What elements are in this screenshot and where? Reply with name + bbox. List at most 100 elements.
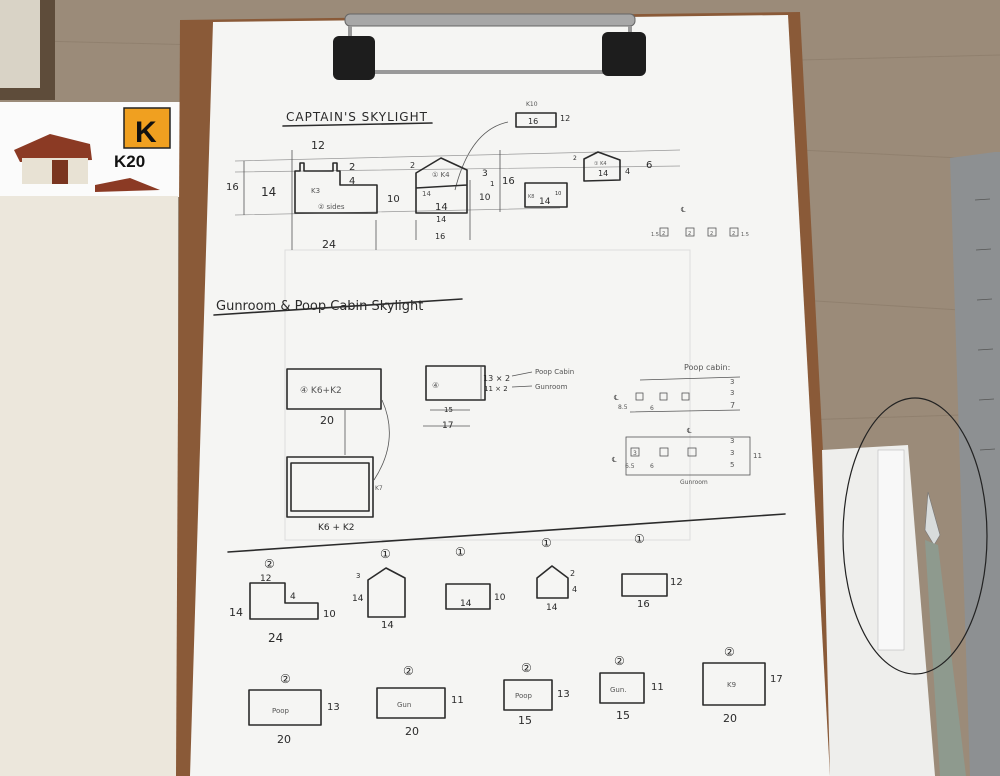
svg-text:2: 2 [732,231,735,237]
svg-text:14: 14 [539,197,551,207]
svg-text:2: 2 [570,569,575,578]
svg-text:11: 11 [451,695,464,706]
svg-text:8.5: 8.5 [618,404,628,411]
svg-text:15: 15 [616,709,630,722]
svg-text:Poop: Poop [515,692,533,700]
svg-text:3: 3 [482,169,488,179]
svg-text:①: ① [455,545,466,559]
svg-text:1.5: 1.5 [651,232,659,238]
gunroom-top-piece: ④ K6+K2 20 [286,368,382,427]
svg-text:13: 13 [557,689,570,700]
svg-text:20: 20 [723,712,737,725]
svg-text:14: 14 [229,606,243,619]
svg-text:7: 7 [730,401,735,410]
scalpel [924,491,966,776]
k8-piece: K8 14 10 [524,182,568,208]
svg-text:Poop: Poop [272,707,290,715]
svg-text:16: 16 [226,182,239,193]
corner-object-face [0,0,40,88]
svg-text:10: 10 [323,609,336,620]
svg-text:24: 24 [322,238,336,251]
captain-side-piece: 12 16 14 2 4 10 K3 ② sides 24 [226,139,681,251]
kit-label-box [123,107,171,149]
svg-text:10: 10 [555,191,561,197]
svg-text:14: 14 [436,215,446,224]
svg-text:2: 2 [573,155,577,162]
svg-text:①: ① [634,532,645,546]
svg-text:4: 4 [625,167,630,176]
svg-text:3: 3 [730,378,734,386]
gunroom-base-piece: K7 K6 + K2 [286,399,390,533]
cream-sheet [0,196,178,776]
svg-text:15: 15 [444,406,453,414]
cut-strip [877,449,905,651]
k10-label: K10 [526,101,538,108]
svg-text:① K4: ① K4 [432,171,450,179]
section-divider [227,513,786,553]
svg-text:②: ② [724,645,735,659]
gunroom-plan: ℄ ℄ 3 6.5 6 3 3 5 11 Gunroom [612,427,762,486]
svg-text:10: 10 [494,593,506,603]
svg-text:℄: ℄ [614,394,619,402]
svg-text:14: 14 [598,169,608,178]
svg-text:3: 3 [730,437,734,445]
poop-cabin-plan: Poop cabin: ℄ 8.5 6 3 3 7 [614,363,741,413]
captain-spacing-plan: ℄ 1.5 2 2 2 2 1.5 [651,206,749,238]
svg-text:3: 3 [730,389,734,397]
svg-text:14: 14 [422,190,431,198]
svg-text:Poop cabin:: Poop cabin: [684,363,730,372]
svg-text:6: 6 [650,405,654,412]
svg-text:11 × 2: 11 × 2 [484,385,508,393]
gunroom-end-piece: ④ 15 17 13 × 2 11 × 2 Poop Cabin Gunroom [423,365,574,431]
svg-text:16: 16 [502,176,515,187]
svg-text:②: ② [264,557,275,571]
svg-text:10: 10 [387,194,400,205]
captain-small-gable: 2 ① K4 14 4 6 [573,151,652,182]
svg-text:3: 3 [633,450,637,457]
svg-text:K3: K3 [311,187,320,195]
svg-text:14: 14 [261,185,276,199]
wood-grain [0,39,1000,421]
svg-text:①: ① [541,536,552,550]
svg-text:②: ② [403,664,414,678]
svg-text:K8: K8 [528,194,534,200]
house-illustration [14,134,160,192]
svg-text:15: 15 [518,714,532,727]
svg-text:℄: ℄ [687,427,692,435]
svg-text:1.5: 1.5 [741,232,749,238]
k10-piece [515,112,557,128]
svg-text:②: ② [614,654,625,668]
svg-text:20: 20 [277,733,291,746]
svg-text:11: 11 [651,682,664,693]
svg-text:10: 10 [479,193,491,203]
svg-text:① K4: ① K4 [594,161,607,167]
bottom-row-1: ② 12 14 4 10 24 ① 3 14 14 ① 14 10 ① 2 4 … [229,532,683,645]
svg-text:13: 13 [327,702,340,713]
svg-text:12: 12 [260,574,271,584]
svg-text:℄: ℄ [612,456,617,464]
svg-text:6: 6 [650,463,654,470]
svg-text:16: 16 [435,232,445,241]
svg-text:16: 16 [637,599,650,610]
svg-text:②: ② [280,672,291,686]
svg-text:4: 4 [290,592,296,602]
k10-width: 16 [528,117,538,126]
svg-text:3: 3 [730,449,734,457]
bottom-row-2: ② Poop 13 20 ② Gun 11 20 ② Poop 13 15 ② … [248,645,783,746]
steel-ruler [950,152,1000,776]
svg-text:6: 6 [646,160,652,171]
svg-text:Gunroom: Gunroom [680,479,708,486]
svg-text:④: ④ [432,381,439,390]
highlight-ellipse [842,397,988,675]
svg-text:4: 4 [572,585,577,594]
svg-text:14: 14 [460,599,472,609]
svg-text:Gunroom: Gunroom [535,383,568,391]
svg-text:2: 2 [349,162,355,173]
svg-text:20: 20 [405,725,419,738]
svg-text:K7: K7 [375,485,383,492]
k10-height: 12 [560,114,570,123]
svg-text:Gun.: Gun. [610,686,627,694]
svg-text:14: 14 [546,603,558,613]
svg-text:② sides: ② sides [318,203,345,211]
svg-text:20: 20 [320,414,334,427]
